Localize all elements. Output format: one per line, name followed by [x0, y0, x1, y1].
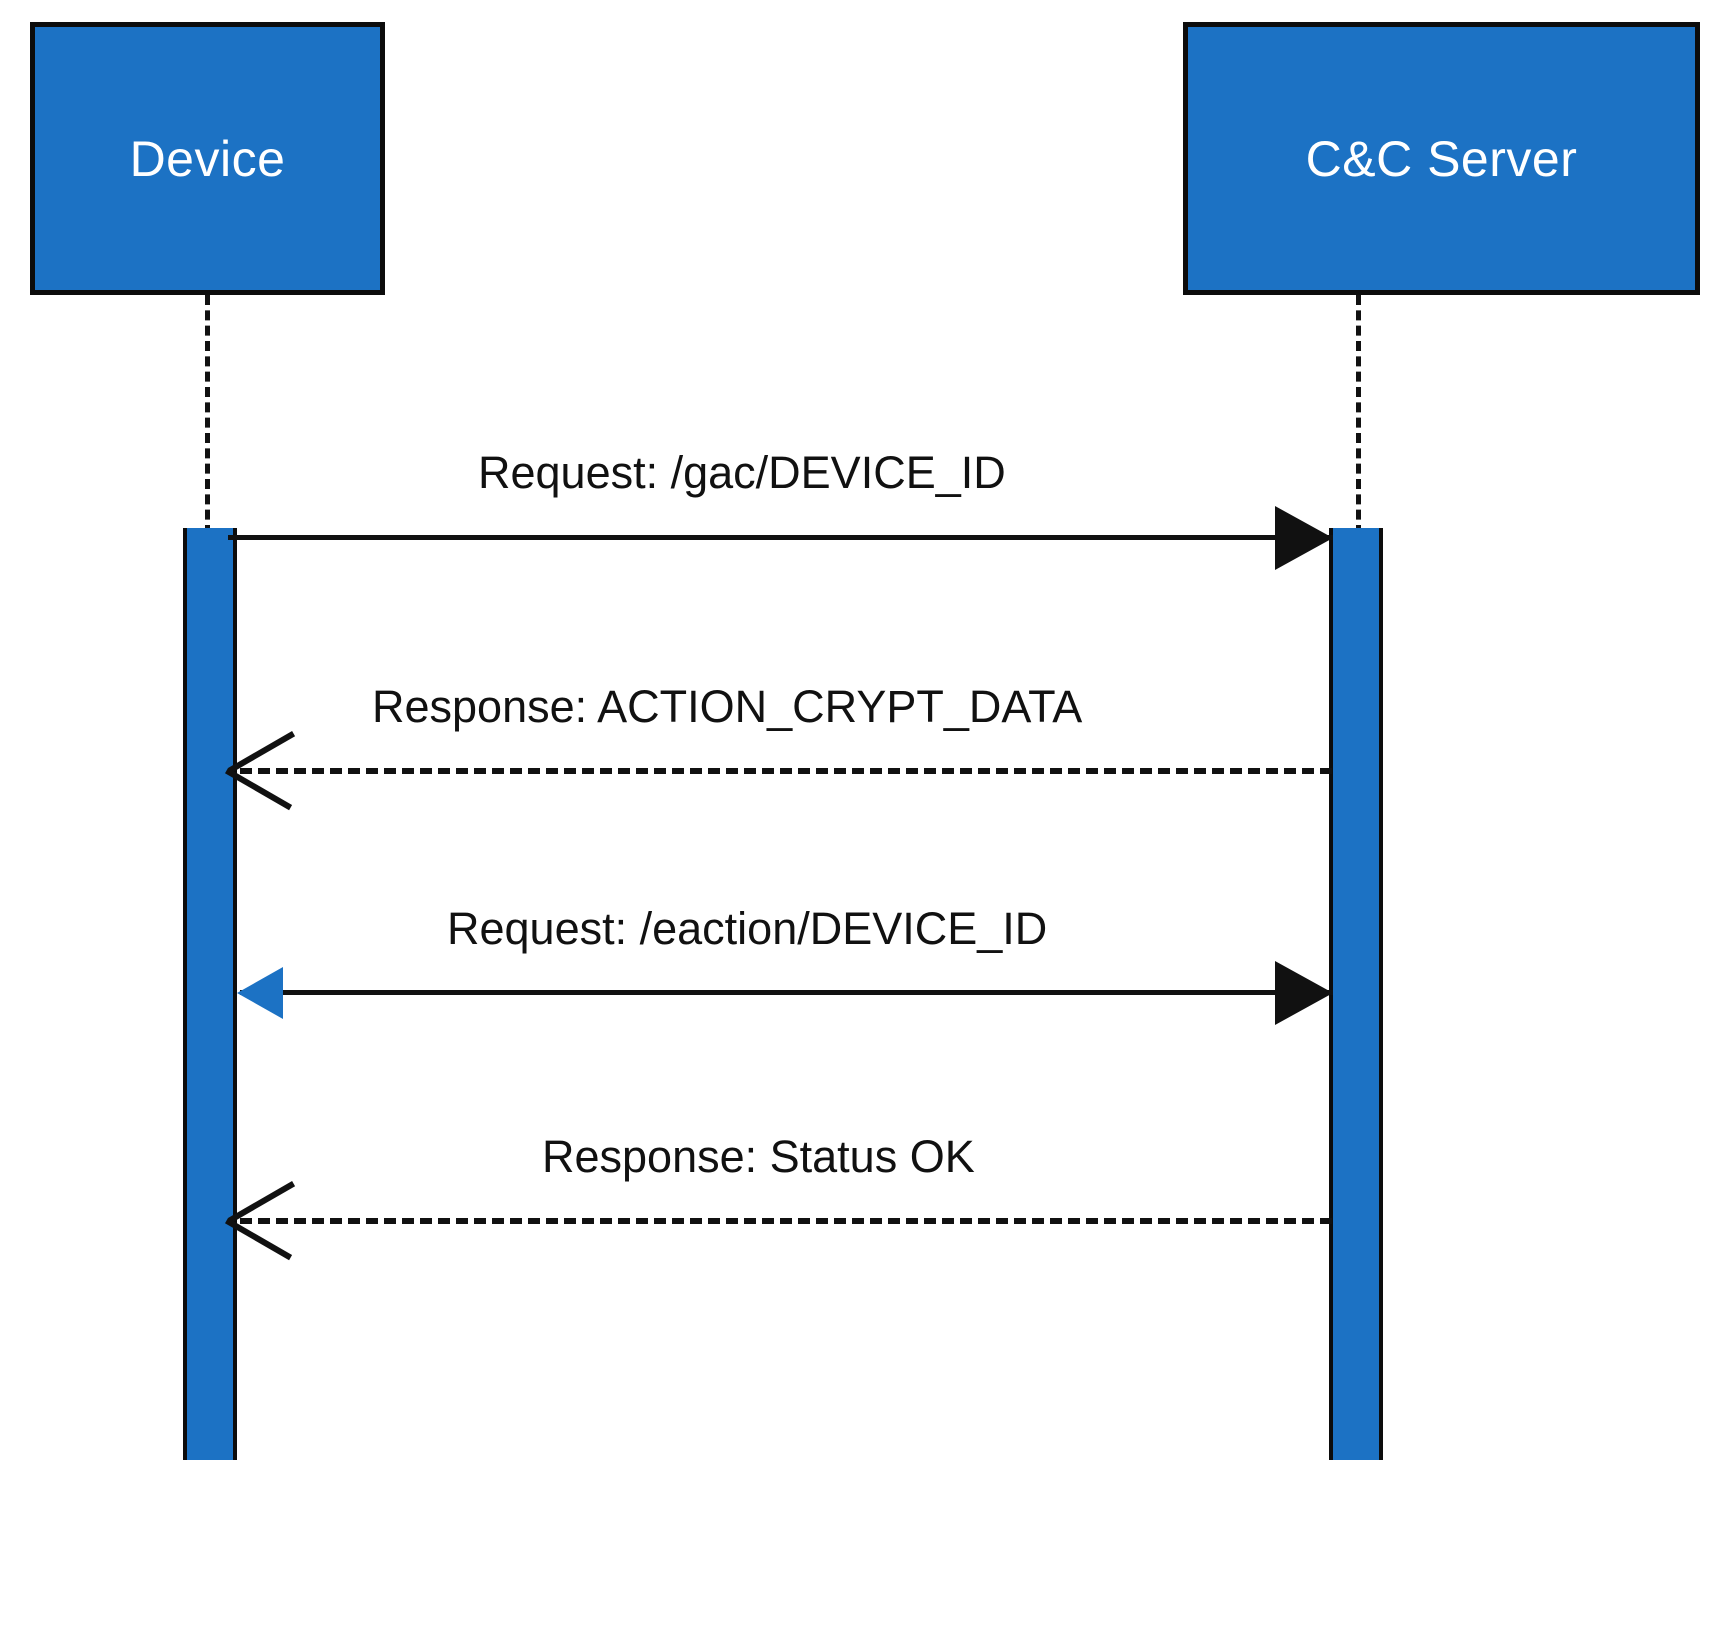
participant-box-cnc-server[interactable]: C&C Server — [1183, 22, 1700, 295]
message-label-4: Response: Status OK — [542, 1131, 975, 1182]
message-label-2: Response: ACTION_CRYPT_DATA — [372, 681, 1083, 732]
message-label-1: Request: /gac/DEVICE_ID — [478, 447, 1006, 498]
participant-label-device: Device — [129, 130, 286, 187]
activation-bar-device[interactable] — [183, 528, 237, 1460]
message-arrowhead-2 — [225, 724, 298, 812]
message-line-2 — [240, 768, 1332, 774]
lifeline-device — [205, 295, 210, 535]
message-arrowhead-3-right — [1275, 961, 1333, 1025]
message-line-3 — [240, 990, 1333, 995]
message-arrowhead-3-left — [237, 967, 283, 1019]
message-arrowhead-4 — [225, 1174, 298, 1262]
message-line-4 — [240, 1218, 1332, 1224]
participant-box-device[interactable]: Device — [30, 22, 385, 295]
activation-bar-cnc-server[interactable] — [1329, 528, 1383, 1460]
lifeline-cnc-server — [1356, 295, 1361, 535]
message-arrowhead-1 — [1275, 506, 1333, 570]
message-line-1 — [228, 535, 1333, 540]
participant-label-cnc-server: C&C Server — [1305, 130, 1578, 187]
message-label-3: Request: /eaction/DEVICE_ID — [447, 903, 1048, 954]
